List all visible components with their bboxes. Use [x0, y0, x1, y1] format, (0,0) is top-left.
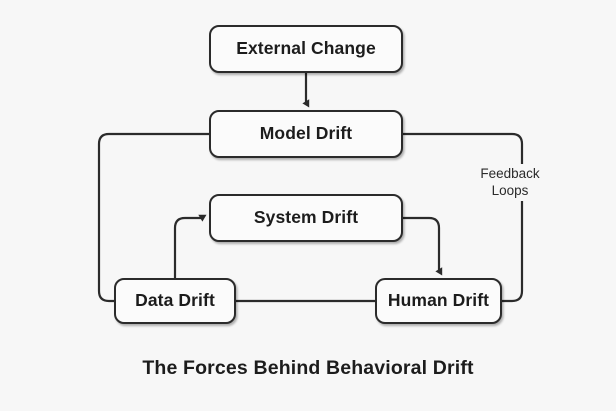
- edge-data-drift-to-system-drift: [173, 214, 207, 278]
- node-external-change-label: External Change: [236, 38, 376, 59]
- node-system-drift[interactable]: System Drift: [209, 194, 403, 242]
- edge-system-drift-to-human-drift: [403, 216, 443, 276]
- node-data-drift-label: Data Drift: [135, 290, 215, 311]
- node-external-change[interactable]: External Change: [209, 25, 403, 73]
- edge-label-feedback-loops: Feedback Loops: [469, 164, 551, 201]
- node-human-drift[interactable]: Human Drift: [375, 278, 502, 324]
- diagram-title: The Forces Behind Behavioral Drift: [142, 357, 474, 379]
- node-data-drift[interactable]: Data Drift: [114, 278, 236, 324]
- edge-model-drift-to-human-drift-feedback: [403, 132, 524, 303]
- edge-label-feedback-loops-line2: Loops: [491, 183, 529, 199]
- node-system-drift-label: System Drift: [253, 207, 359, 228]
- edge-model-drift-to-data-drift-feedback: [97, 132, 209, 303]
- edge-label-feedback-loops-line1: Feedback: [480, 166, 540, 181]
- node-human-drift-label: Human Drift: [387, 290, 490, 311]
- node-model-drift[interactable]: Model Drift: [209, 110, 403, 158]
- node-model-drift-label: Model Drift: [259, 123, 353, 144]
